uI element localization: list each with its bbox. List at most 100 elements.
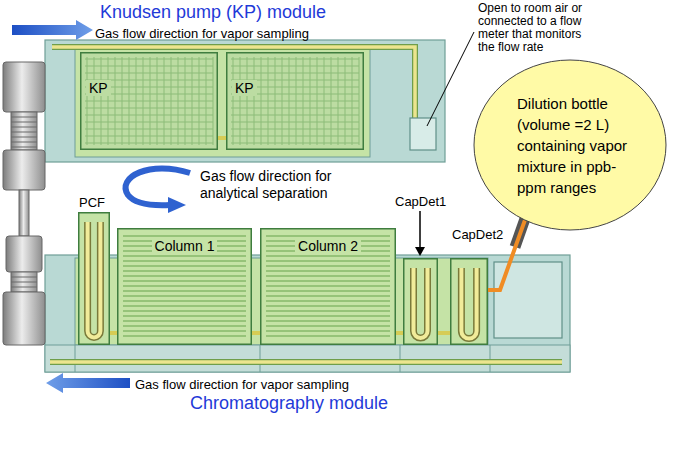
- detector-chip: CapDet1: [403, 258, 438, 345]
- text-holder: Dilution bottle (volume =2 L) containing…: [517, 93, 641, 198]
- column-chip: Column 1: [117, 228, 252, 345]
- detector-chip: CapDet2: [450, 258, 488, 345]
- strip-divider: [490, 345, 491, 372]
- grid-line: [85, 73, 213, 74]
- strip-divider: [260, 345, 261, 372]
- text-holder: Open to room air or connected to a flow …: [478, 2, 596, 54]
- gas-channel-link: [218, 136, 226, 140]
- chip-heading: CapDet2: [452, 228, 503, 243]
- u-channel: [88, 222, 101, 337]
- grid-line: [85, 59, 213, 60]
- text-holder: CapDet1: [395, 192, 446, 210]
- serpentine-channel: [123, 325, 246, 327]
- shape-outline: [450, 258, 488, 345]
- u-channel-outline: [414, 268, 428, 338]
- chip-heading: PCF: [79, 196, 105, 211]
- chip-heading: CapDet1: [395, 195, 446, 210]
- gas-channel-link: [110, 331, 117, 335]
- thread-lines: [11, 277, 37, 287]
- grid-line: [231, 129, 359, 130]
- serpentine-channel: [123, 335, 246, 337]
- grid-line: [231, 101, 359, 102]
- grid-line: [85, 66, 213, 67]
- chip-body: [261, 229, 396, 345]
- preconcentrator-chip: PCF: [78, 212, 110, 345]
- grid-line: [85, 108, 213, 109]
- grid-line: [231, 136, 359, 137]
- chip-body: [404, 259, 438, 345]
- serpentine-channel: [266, 290, 390, 292]
- serpentine-channel: [266, 270, 390, 272]
- chip-body: [118, 229, 252, 345]
- serpentine-channel: [123, 300, 246, 302]
- leader-line: [427, 32, 474, 126]
- chip-body: [79, 213, 110, 345]
- curved-flow-arrow: [126, 168, 190, 205]
- flow-label: Gas flow direction for analytical separa…: [200, 168, 352, 202]
- flow-arrow: [12, 20, 93, 40]
- module-heading: Knudsen pump (KP) module: [100, 2, 326, 23]
- u-channel: [461, 268, 476, 339]
- serpentine-channel: [266, 305, 390, 307]
- chip-body: [81, 53, 218, 150]
- text-holder: Gas flow direction for vapor sampling: [135, 375, 349, 393]
- shape-outline: [226, 52, 364, 150]
- serpentine-channel: [123, 330, 246, 332]
- chip-label: KP: [86, 80, 111, 96]
- chip-label: Column 1: [152, 238, 218, 254]
- bottle-callout: Dilution bottle (volume =2 L) containing…: [473, 59, 667, 231]
- text-holder: KP: [232, 79, 257, 97]
- grid-line: [231, 73, 359, 74]
- serpentine-channel: [123, 260, 246, 262]
- serpentine-channel: [266, 235, 390, 237]
- hex-fitting: [6, 236, 42, 272]
- serpentine-channel: [266, 280, 390, 282]
- grid-line: [231, 143, 359, 144]
- grid-line: [231, 122, 359, 123]
- shape-outline: [80, 52, 218, 150]
- pointer-line: [419, 211, 421, 248]
- module-board: PCFColumn 1Column 2CapDet1CapDet2Chromat…: [45, 255, 570, 372]
- shape-outline: [78, 212, 110, 345]
- grid-line: [231, 59, 359, 60]
- u-channel: [414, 268, 428, 338]
- gas-channel-link: [396, 331, 403, 335]
- text-holder: Column 2: [260, 237, 396, 255]
- thread-lines: [11, 117, 37, 147]
- module-board: KPKPKnudsen pump (KP) module: [45, 40, 445, 162]
- serpentine-channel: [266, 295, 390, 297]
- note-text: Open to room air or connected to a flow …: [478, 2, 596, 54]
- text-holder: KP: [86, 79, 111, 97]
- text-holder: Gas flow direction for analytical separa…: [200, 168, 352, 202]
- serpentine-channel: [123, 305, 246, 307]
- outlet-port: [410, 118, 436, 150]
- grid-line: [85, 136, 213, 137]
- hex-fitting: [3, 292, 45, 345]
- serpentine-channel: [123, 320, 246, 322]
- hex-fitting: [3, 150, 45, 190]
- chip-label: KP: [232, 80, 257, 96]
- serpentine-channel: [123, 265, 246, 267]
- chip-body: [227, 53, 364, 150]
- u-channel-outline: [88, 222, 101, 337]
- serpentine-channel: [266, 275, 390, 277]
- hex-fitting: [3, 62, 45, 112]
- text-holder: PCF: [79, 193, 105, 211]
- grid-line: [85, 143, 213, 144]
- serpentine-channel: [266, 325, 390, 327]
- thread-fitting: [11, 272, 37, 292]
- channel-outline: [50, 359, 562, 365]
- tube-fitting: [19, 190, 29, 236]
- chip-body: [451, 259, 488, 345]
- pump-chip: KP: [80, 52, 218, 150]
- grid-line: [231, 66, 359, 67]
- gas-channel-link: [252, 331, 260, 335]
- serpentine-channel: [123, 275, 246, 277]
- strip-divider: [75, 345, 76, 372]
- board-strip: [45, 345, 570, 372]
- serpentine-channel: [266, 265, 390, 267]
- serpentine-channel: [266, 315, 390, 317]
- serpentine-channel: [123, 255, 246, 257]
- grid-line: [85, 101, 213, 102]
- callout-text: Dilution bottle (volume =2 L) containing…: [517, 93, 641, 198]
